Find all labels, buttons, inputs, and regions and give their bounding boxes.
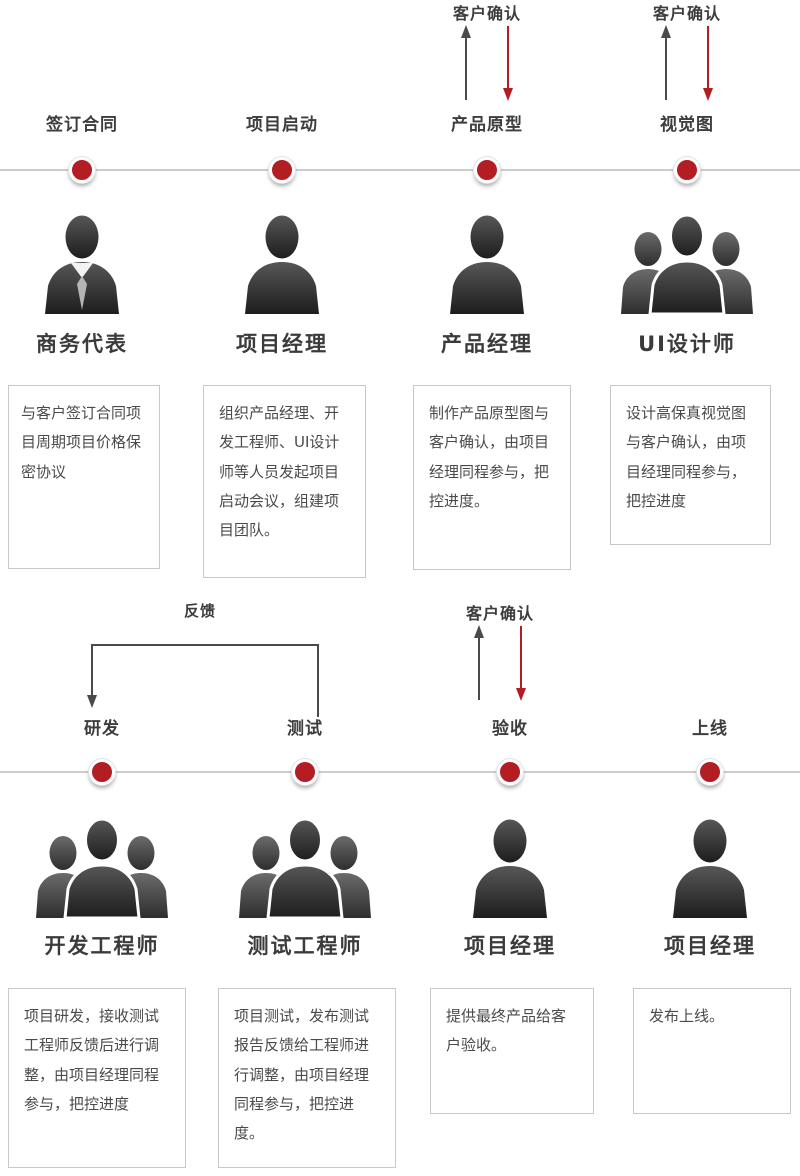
milestone-dot (497, 759, 523, 785)
milestone-dot (697, 759, 723, 785)
stage-description: 项目研发，接收测试工程师反馈后进行调整，由项目经理同程参与，把控进度 (8, 988, 186, 1168)
stage-title: 上线 (692, 719, 728, 739)
timeline (0, 169, 800, 171)
customer-confirm-label: 客户确认 (465, 604, 534, 623)
group-icon (36, 817, 168, 918)
stage-description: 组织产品经理、开发工程师、UI设计师等人员发起项目启动会议，组建项目团队。 (203, 385, 366, 578)
stage-description: 制作产品原型图与客户确认，由项目经理同程参与，把控进度。 (413, 385, 571, 570)
customer-confirm-label: 客户确认 (652, 4, 721, 23)
role-name: 商务代表 (36, 332, 128, 356)
confirm-arrows-icon (461, 25, 513, 101)
role-name: 项目经理 (236, 332, 328, 356)
stage-title: 验收 (492, 719, 528, 739)
customer-confirm-label: 客户确认 (452, 4, 521, 23)
stage-description: 提供最终产品给客户验收。 (430, 988, 594, 1114)
milestone-dot (269, 157, 295, 183)
timeline (0, 771, 800, 773)
milestone-dot (474, 157, 500, 183)
stage-title: 测试 (287, 719, 323, 739)
milestone-dot (69, 157, 95, 183)
confirm-arrows-icon (474, 625, 526, 701)
stage-title: 签订合同 (46, 115, 118, 135)
business-person-icon (45, 215, 119, 314)
role-name: 测试工程师 (247, 934, 363, 958)
milestone-dot (89, 759, 115, 785)
stage-description: 设计高保真视觉图与客户确认，由项目经理同程参与，把控进度 (610, 385, 771, 545)
group-icon (621, 213, 753, 314)
stage-title: 研发 (84, 719, 120, 739)
role-name: UI设计师 (638, 332, 736, 356)
stage-description: 项目测试，发布测试报告反馈给工程师进行调整，由项目经理同程参与，把控进度。 (218, 988, 396, 1168)
feedback-label: 反馈 (183, 602, 216, 620)
person-icon (673, 819, 747, 918)
group-icon (239, 817, 371, 918)
stage-title: 视觉图 (660, 115, 714, 135)
role-name: 开发工程师 (44, 934, 160, 958)
feedback-arrow-icon (87, 644, 319, 717)
stage-description: 与客户签订合同项目周期项目价格保密协议 (8, 385, 160, 569)
stage-title: 项目启动 (246, 115, 318, 135)
role-name: 项目经理 (464, 934, 556, 958)
stage-title: 产品原型 (451, 115, 523, 135)
milestone-dot (674, 157, 700, 183)
person-icon (245, 215, 319, 314)
person-icon (450, 215, 524, 314)
confirm-arrows-icon (661, 25, 713, 101)
person-icon (473, 819, 547, 918)
stage-description: 发布上线。 (633, 988, 791, 1114)
milestone-dot (292, 759, 318, 785)
role-name: 产品经理 (441, 332, 533, 356)
role-name: 项目经理 (664, 934, 756, 958)
